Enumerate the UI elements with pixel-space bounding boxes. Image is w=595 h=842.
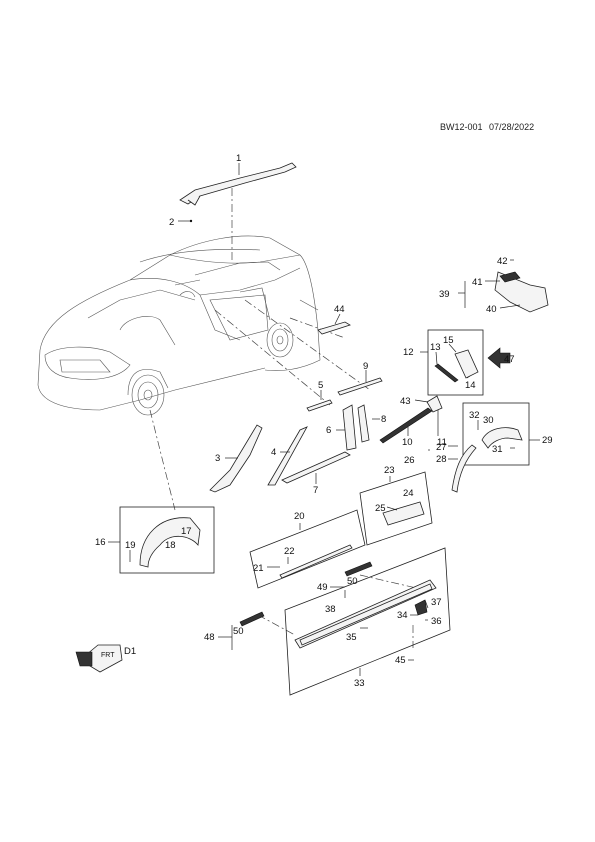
callout-14: 14 (465, 380, 476, 391)
leader-13 (435, 351, 438, 365)
callout-11: 11 (437, 437, 447, 448)
clip-strip-50-upper (344, 561, 373, 577)
roof-rail-part-1 (179, 162, 297, 206)
callout-20: 20 (294, 511, 305, 522)
fender-flare-part-19 (139, 517, 201, 568)
front-tag: FRT (101, 652, 115, 659)
callout-4: 4 (271, 447, 276, 458)
leader-40 (499, 304, 521, 309)
callout-9: 9 (363, 361, 368, 372)
pillar-trim-part-3 (209, 424, 263, 493)
detail-box-33 (284, 547, 451, 696)
callout-39: 39 (439, 289, 450, 300)
callout-48: 48 (204, 632, 215, 643)
callout-28: 28 (436, 454, 447, 465)
callout-45: 45 (395, 655, 406, 666)
leader-14 (466, 375, 471, 379)
detail-box-12 (427, 329, 484, 396)
callout-38: 38 (325, 604, 336, 615)
callout-33: 33 (354, 678, 365, 689)
callout-15: 15 (443, 335, 454, 346)
callout-17: 17 (181, 526, 192, 537)
callout-2: 2 (169, 217, 174, 228)
clip-part-34 (414, 599, 428, 616)
callout-21: 21 (253, 563, 264, 574)
callout-10: 10 (402, 437, 413, 448)
wheel-arch-part-28 (451, 444, 477, 493)
molding-part-44 (317, 321, 351, 335)
drawing-code: BW12-001 (440, 122, 483, 132)
molding-part-22 (279, 544, 353, 579)
callout-3: 3 (215, 453, 220, 464)
callout-36: 36 (431, 616, 442, 627)
callout-22: 22 (284, 546, 295, 557)
callout-27: 27 (436, 442, 447, 453)
front-view-marker (75, 644, 123, 673)
callout-50-upper: 50 (347, 576, 358, 587)
callout-25: 25 (375, 503, 386, 514)
callout-34: 34 (397, 610, 408, 621)
drawing-header: BW12-001 07/28/2022 (440, 122, 585, 132)
bracket-part-24 (382, 501, 425, 526)
view-marker-label: D1 (124, 646, 136, 657)
strip-part-5 (306, 399, 333, 412)
drawing-date: 07/28/2022 (489, 122, 535, 132)
spoiler-part-39 (494, 271, 549, 313)
applique-part-6 (342, 404, 357, 451)
seal-part-13 (434, 363, 459, 383)
callout-29: 29 (542, 435, 553, 446)
callout-37: 37 (431, 597, 442, 608)
vehicle-outline (37, 235, 321, 416)
detail-box-29 (462, 402, 530, 466)
clip-strip-50-lower (239, 611, 265, 627)
callout-50-lower: 50 (233, 626, 244, 637)
callout-32: 32 (469, 410, 480, 421)
callout-1: 1 (236, 153, 241, 164)
leader-37 (424, 599, 429, 609)
cap-part-15 (454, 349, 479, 379)
callout-13: 13 (430, 342, 441, 353)
callout-6: 6 (326, 425, 331, 436)
detail-box-23 (359, 471, 433, 546)
detail-box-20 (249, 509, 366, 589)
applique-part-8 (357, 404, 370, 443)
callout-23: 23 (384, 465, 395, 476)
callout-47: 47 (504, 354, 515, 365)
belt-molding-part-4 (267, 426, 308, 486)
leader-44 (334, 313, 341, 325)
callout-49: 49 (317, 582, 328, 593)
bracket-part-11 (426, 395, 443, 413)
callout-35: 35 (346, 632, 357, 643)
callout-24: 24 (403, 488, 414, 499)
clip-point-2 (189, 219, 193, 223)
callout-41: 41 (472, 277, 483, 288)
callout-31: 31 (492, 444, 503, 455)
callout-43: 43 (400, 396, 411, 407)
callout-7: 7 (313, 485, 318, 496)
callout-5: 5 (318, 380, 323, 391)
callout-42: 42 (497, 256, 508, 267)
callout-18: 18 (165, 540, 176, 551)
spoiler-bracket-41 (499, 271, 521, 283)
callout-40: 40 (486, 304, 497, 315)
direction-arrow-47 (487, 347, 511, 369)
callout-19: 19 (125, 540, 136, 551)
callout-44: 44 (334, 304, 345, 315)
callout-8: 8 (381, 414, 386, 425)
callout-12: 12 (403, 347, 414, 358)
leader-15 (448, 343, 457, 353)
callout-26: 26 (404, 455, 415, 466)
callout-16: 16 (95, 537, 106, 548)
molding-part-7 (281, 451, 351, 484)
flare-part-30 (481, 427, 523, 449)
callout-labels: 1 2 3 4 5 6 7 8 9 10 11 12 13 14 15 16 1… (95, 153, 553, 689)
leader-43 (414, 399, 429, 403)
leader-25 (386, 506, 398, 511)
detail-box-16 (119, 506, 215, 574)
callout-30: 30 (483, 415, 494, 426)
strip-part-9 (337, 377, 383, 396)
rocker-strip (299, 583, 433, 646)
